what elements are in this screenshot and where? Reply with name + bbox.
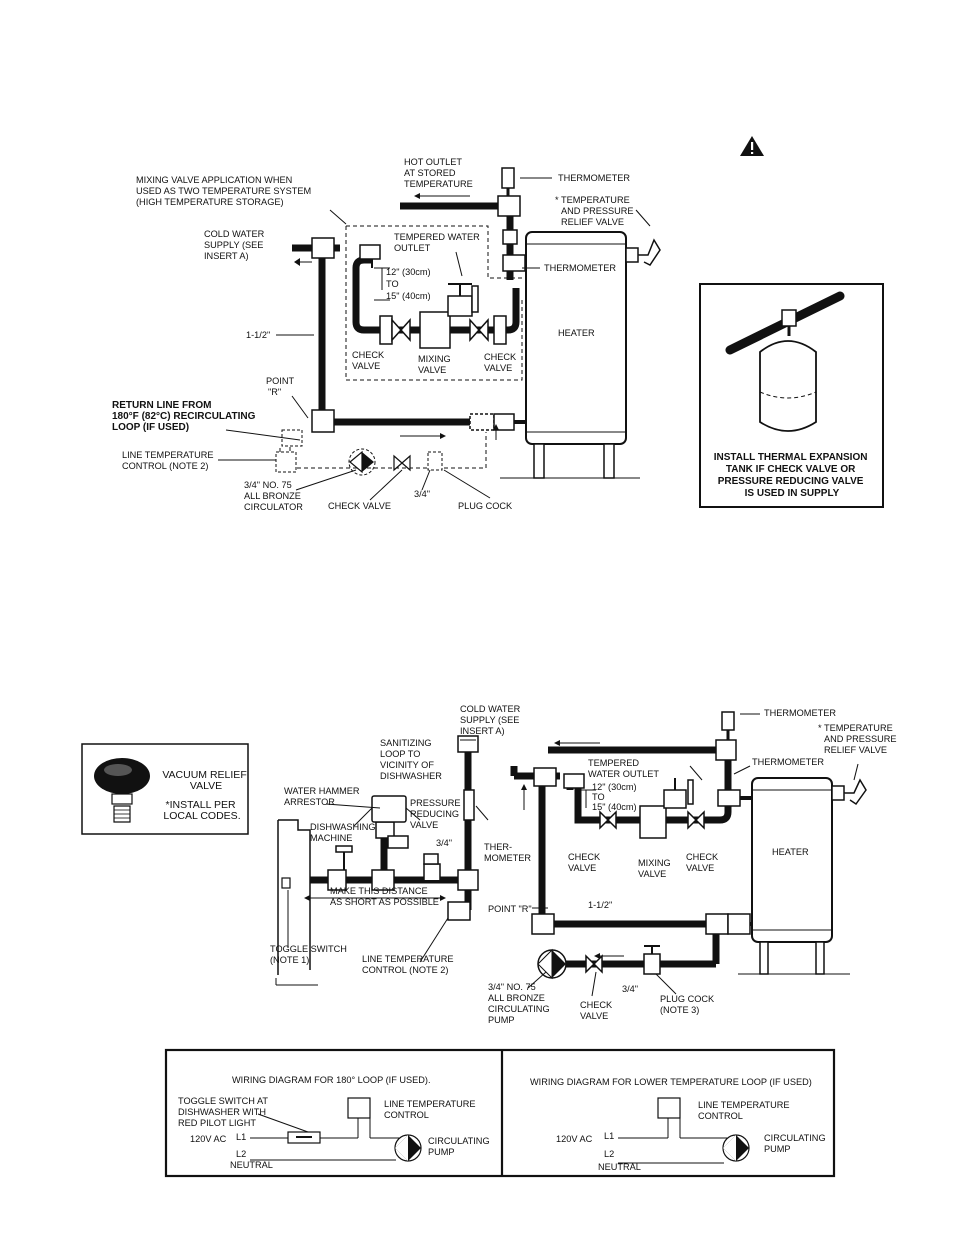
wiring-left-ac: 120V AC: [190, 1134, 227, 1144]
mixing-valve-app-label: MIXING VALVE APPLICATION WHEN USED AS TW…: [136, 175, 314, 207]
tp-relief-label: * TEMPERATURE AND PRESSURE RELIEF VALVE: [555, 195, 636, 227]
heater-top: HEATER: [500, 209, 661, 479]
wiring-diagrams: WIRING DIAGRAM FOR 180° LOOP (IF USED). …: [164, 1048, 836, 1178]
wiring-right-pump-label: CIRCULATING PUMP: [764, 1133, 828, 1154]
hot-outlet-label: HOT OUTLET AT STORED TEMPERATURE: [404, 157, 473, 189]
plug-cock-label: PLUG COCK: [458, 501, 513, 511]
wiring-right-ac: 120V AC: [556, 1134, 593, 1144]
bottom-thermometer-mid-label: THERMOMETER: [752, 757, 824, 767]
thermometer-v-label: THER- MOMETER: [484, 842, 531, 863]
wiring-right-title: WIRING DIAGRAM FOR LOWER TEMPERATURE LOO…: [530, 1077, 812, 1087]
bottom-tp-relief-label: * TEMPERATURE AND PRESSURE RELIEF VALVE: [818, 723, 899, 755]
mixing-valve-box: [329, 209, 523, 381]
bottom-check-right-label: CHECK VALVE: [686, 852, 721, 873]
wiring-left: WIRING DIAGRAM FOR 180° LOOP (IF USED). …: [178, 1075, 492, 1170]
three-quarter-label: 3/4": [414, 489, 430, 499]
wiring-right-l2: L2: [604, 1149, 614, 1159]
bottom-cold-water-label: COLD WATER SUPPLY (SEE INSERT A): [460, 704, 523, 736]
thermometer-mid-label: THERMOMETER: [544, 263, 616, 273]
bottom-pipe-size-label: 1-1/2": [588, 900, 612, 910]
circulator-label: 3/4" NO. 75 ALL BRONZE CIRCULATOR: [244, 480, 303, 512]
wiring-left-l2: L2: [236, 1149, 246, 1159]
wiring-right-control-label: LINE TEMPERATURE CONTROL: [698, 1100, 792, 1121]
bottom-tempered-label: TEMPERED WATER OUTLET: [588, 758, 659, 779]
warning-icon: [740, 136, 764, 156]
prv-label: PRESSURE REDUCING VALVE: [410, 798, 463, 830]
check-valve-bottom-label: CHECK VALVE: [328, 501, 391, 511]
point-r-label: POINT "R": [266, 376, 296, 397]
bottom-check-left-label: CHECK VALVE: [568, 852, 603, 873]
tempered-outlet-label: TEMPERED WATER OUTLET: [394, 232, 482, 253]
hot-outlet-pipe: [400, 167, 526, 280]
mixing-valve-label: MIXING VALVE: [418, 354, 453, 375]
pipe-size-label: 1-1/2": [246, 330, 270, 340]
wiring-left-title: WIRING DIAGRAM FOR 180° LOOP (IF USED).: [232, 1075, 431, 1085]
three-quarter-b-label: 3/4": [622, 984, 638, 994]
wiring-right-l1: L1: [604, 1131, 614, 1141]
dishwasher-label: DISHWASHING MACHINE: [310, 822, 378, 843]
expansion-tank-insert: INSTALL THERMAL EXPANSION TANK IF CHECK …: [699, 283, 884, 508]
vacuum-relief-insert: VACUUM RELIEF VALVE *INSTALL PER LOCAL C…: [81, 743, 249, 835]
vacuum-relief-title: VACUUM RELIEF VALVE: [162, 769, 249, 792]
thermometer-top-label: THERMOMETER: [558, 173, 630, 183]
bottom-thermometer-top-label: THERMOMETER: [764, 708, 836, 718]
bottom-line-temp-label: LINE TEMPERATURE CONTROL (NOTE 2): [362, 954, 456, 975]
expansion-tank-caption: INSTALL THERMAL EXPANSION TANK IF CHECK …: [714, 452, 871, 499]
wiring-left-pump-label: CIRCULATING PUMP: [428, 1136, 492, 1157]
bottom-diagram: HEATER: [270, 704, 899, 1025]
wiring-left-toggle-label: TOGGLE SWITCH AT DISHWASHER WITH RED PIL…: [178, 1096, 270, 1128]
sanitizing-label: SANITIZING LOOP TO VICINITY OF DISHWASHE…: [380, 738, 442, 781]
bottom-point-r-label: POINT "R": [488, 904, 532, 914]
pump-label: 3/4" NO. 75 ALL BRONZE CIRCULATING PUMP: [488, 982, 552, 1025]
heater-bottom-label: HEATER: [772, 847, 809, 857]
cold-water-supply-top: [276, 237, 526, 439]
top-diagram: HEATER: [112, 136, 764, 512]
heater-bottom: HEATER: [738, 763, 867, 975]
vacuum-relief-note: *INSTALL PER LOCAL CODES.: [163, 799, 240, 822]
wiring-left-control-label: LINE TEMPERATURE CONTROL: [384, 1099, 478, 1120]
return-line-label: RETURN LINE FROM 180°F (82°C) RECIRCULAT…: [112, 400, 258, 433]
bottom-plug-cock-label: PLUG COCK (NOTE 3): [660, 994, 717, 1015]
make-short-label: MAKE THIS DISTANCE AS SHORT AS POSSIBLE: [330, 886, 439, 907]
wiring-right-neutral: NEUTRAL: [598, 1162, 641, 1172]
toggle-label: TOGGLE SWITCH (NOTE 1): [270, 944, 349, 965]
wiring-right: WIRING DIAGRAM FOR LOWER TEMPERATURE LOO…: [530, 1077, 828, 1172]
wiring-left-neutral: NEUTRAL: [230, 1160, 273, 1170]
heater-label: HEATER: [558, 328, 595, 338]
cold-water-label: COLD WATER SUPPLY (SEE INSERT A): [204, 229, 267, 261]
hammer-label: WATER HAMMER ARRESTOR: [284, 786, 362, 807]
check-valve-right-label: CHECK VALVE: [484, 352, 519, 373]
check-valve-left-label: CHECK VALVE: [352, 350, 387, 371]
three-quarter-a-label: 3/4": [436, 838, 452, 848]
recirculation-loop-top: [218, 395, 499, 501]
bottom-check-bottom-label: CHECK VALVE: [580, 1000, 615, 1021]
bottom-distance-label: 12" (30cm) TO 15" (40cm): [592, 782, 639, 812]
wiring-left-l1: L1: [236, 1132, 246, 1142]
bottom-mixing-label: MIXING VALVE: [638, 858, 673, 879]
line-temp-label: LINE TEMPERATURE CONTROL (NOTE 2): [122, 450, 216, 471]
distance-label: 12" (30cm) TO 15" (40cm): [386, 267, 433, 301]
